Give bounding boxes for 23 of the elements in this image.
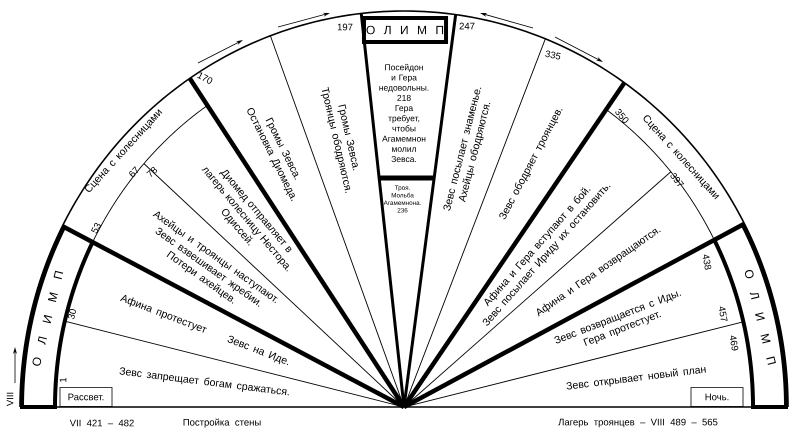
verse-number: 469: [730, 336, 738, 350]
verse-number: 170: [197, 72, 212, 84]
time-box: Рассвет.: [60, 387, 112, 407]
verse-number: 350: [615, 108, 628, 123]
verse-number: 247: [460, 22, 474, 30]
verse-number: 457: [719, 306, 728, 321]
verse-number: 30: [68, 309, 76, 320]
caption-text: Лагерь троянцев – VIII 489 – 565: [558, 418, 718, 428]
band-label: О Л И М П: [32, 270, 64, 366]
book-number: VIII: [6, 392, 14, 406]
verse-number: 438: [702, 254, 712, 270]
band-label: О Л И М П: [745, 270, 776, 365]
verse-number: 197: [338, 24, 352, 30]
sector-text: Зевс запрещает богам сражаться.: [119, 367, 289, 396]
sector-text: Зевс открывает новый план: [566, 367, 706, 390]
caption-text: VII 421 – 482: [70, 420, 134, 426]
time-box: Ночь.: [690, 387, 744, 407]
column-text: Посейдон и Гера недовольны. 218 Гера требует, чтобы Агамемнон молил Зевса.: [379, 64, 428, 162]
verse-number: 53: [91, 222, 101, 234]
verse-number: 335: [545, 50, 561, 60]
label-box: О Л И М П: [362, 16, 448, 44]
caption-text: Постройка стены: [184, 418, 261, 428]
verse-number: 67: [129, 166, 138, 177]
